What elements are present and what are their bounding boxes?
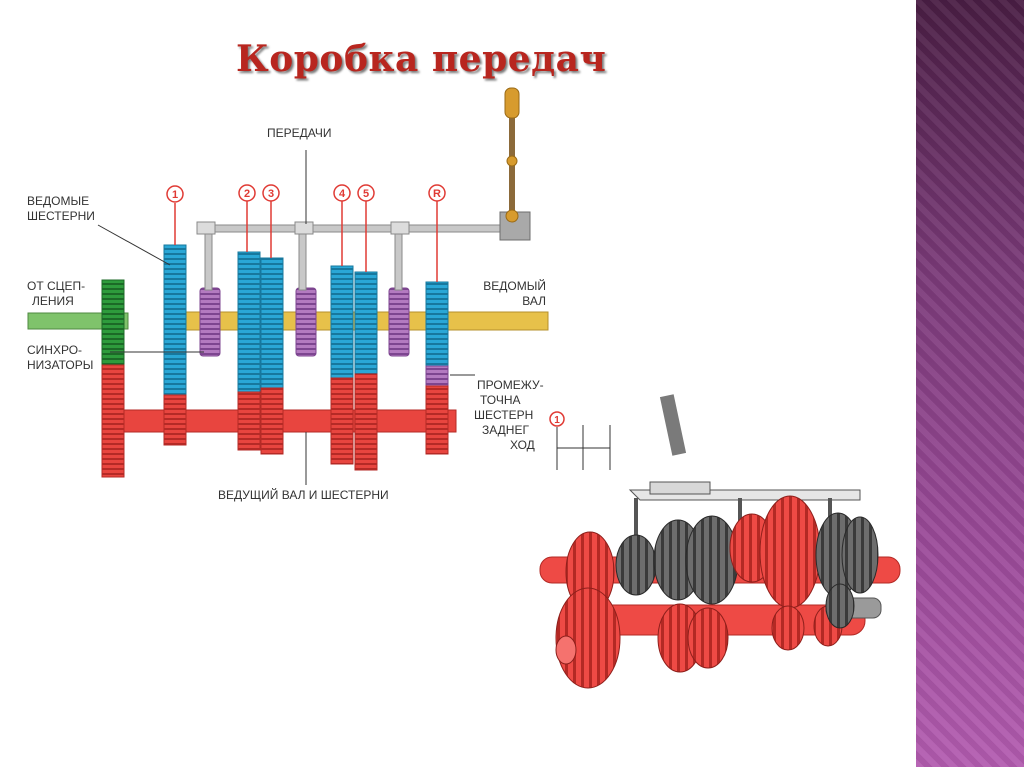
label-synchro-line2: НИЗАТОРЫ <box>27 358 94 372</box>
leader-lines <box>97 150 475 485</box>
synchronizer-1-2 <box>199 287 221 357</box>
label-idler-line1: ПРОМЕЖУ- <box>477 378 544 392</box>
label-driven-gears-line1: ВЕДОМЫЕ <box>27 194 90 208</box>
gear-number-2: 2 <box>244 188 250 200</box>
gear-number-5: 5 <box>363 188 369 200</box>
label-gears: ПЕРЕДАЧИ <box>267 126 332 140</box>
gearbox-3d-parts <box>539 394 901 689</box>
label-driven-gears-line2: ШЕСТЕРНИ <box>27 209 95 223</box>
gearbox-diagram: 1 2 3 4 5 R 1 <box>27 87 901 689</box>
gear-number-3: 3 <box>268 188 274 200</box>
gear-2 <box>237 251 261 451</box>
label-idler-line3: ШЕСТЕРН <box>474 408 534 422</box>
label-idler-line4: ЗАДНЕГ <box>482 423 529 437</box>
input-gear <box>101 279 125 478</box>
label-idler-line5: ХОД <box>510 438 535 452</box>
gear-number-r: R <box>433 188 441 200</box>
label-idler-line2: ТОЧНА <box>480 393 521 407</box>
gear-reverse <box>425 281 449 455</box>
shift-pattern-number: 1 <box>554 415 560 426</box>
label-from-clutch-line1: ОТ СЦЕП- <box>27 279 86 293</box>
label-driven-shaft-line2: ВАЛ <box>522 294 546 308</box>
slide: Коробка передач <box>27 38 901 689</box>
synchronizer-5-r <box>388 287 410 357</box>
gear-number-4: 4 <box>339 188 346 200</box>
label-drive-shaft: ВЕДУЩИЙ ВАЛ И ШЕСТЕРНИ <box>218 488 389 502</box>
gear-5 <box>354 271 378 471</box>
selector-rail <box>196 221 513 291</box>
gear-number-markers <box>166 184 446 282</box>
label-from-clutch-line2: ЛЕНИЯ <box>32 294 74 308</box>
shift-pattern: 1 <box>549 411 611 470</box>
label-driven-shaft-line1: ВЕДОМЫЙ <box>483 279 546 293</box>
slide-title: Коробка передач <box>236 38 607 80</box>
gear-3 <box>260 257 284 455</box>
decorative-side-bar <box>916 0 1024 767</box>
gear-number-1: 1 <box>172 189 178 201</box>
gear-4 <box>330 265 354 465</box>
shift-lever <box>499 87 531 241</box>
synchronizer-3-4 <box>295 287 317 357</box>
gear-1 <box>163 244 187 446</box>
label-synchro-line1: СИНХРО- <box>27 343 83 357</box>
